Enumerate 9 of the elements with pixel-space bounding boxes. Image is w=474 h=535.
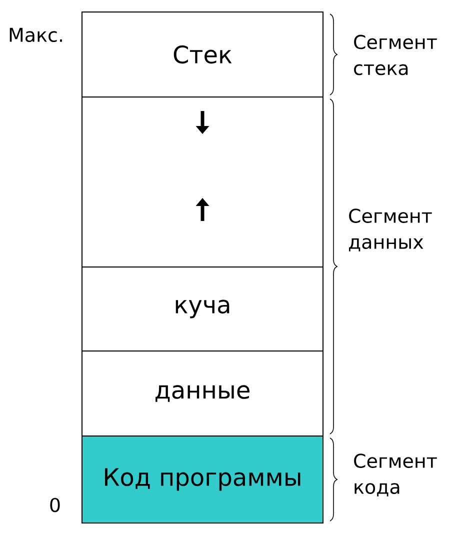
memory-block: Код программы <box>82 436 324 524</box>
label: Сегмент стека <box>354 34 437 76</box>
label: 0 <box>50 498 60 512</box>
memory-block: куча <box>82 266 324 352</box>
label: Сегмент кода <box>354 454 437 496</box>
memory-block: Стек <box>82 12 324 98</box>
label: Сегмент данных <box>349 208 432 252</box>
memory-block: данные <box>82 350 324 436</box>
label: Макс. <box>10 28 62 42</box>
